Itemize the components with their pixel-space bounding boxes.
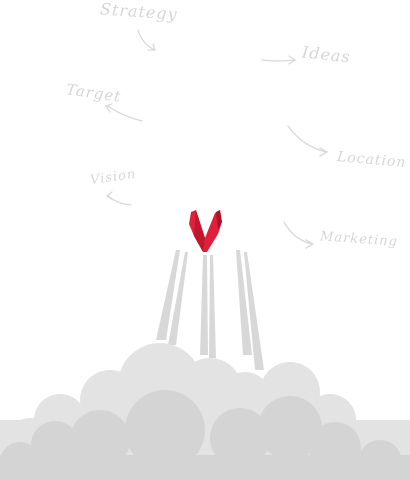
location-arrowhead <box>319 147 329 157</box>
exhaust-trail <box>209 255 216 358</box>
ideas-arrow <box>261 59 295 62</box>
location-arrow <box>287 125 327 153</box>
strategy-arrowhead <box>147 43 156 51</box>
exhaust-trail <box>168 252 188 345</box>
cloud-front <box>0 390 410 480</box>
exhaust-trail <box>244 252 264 370</box>
ideas-arrowhead <box>288 55 297 65</box>
rocket-icon <box>189 210 222 252</box>
exhaust-trail <box>200 255 208 355</box>
target-arrowhead <box>104 103 113 113</box>
exhaust-trail <box>156 250 180 340</box>
marketing-arrowhead <box>305 239 315 249</box>
vision-arrowhead <box>105 191 114 201</box>
marketing-arrow <box>283 221 313 245</box>
vision-arrow <box>107 195 132 206</box>
exhaust-trails <box>156 250 264 370</box>
strategy-arrow <box>137 29 156 51</box>
exhaust-trail <box>236 250 252 355</box>
target-arrow <box>107 105 143 122</box>
